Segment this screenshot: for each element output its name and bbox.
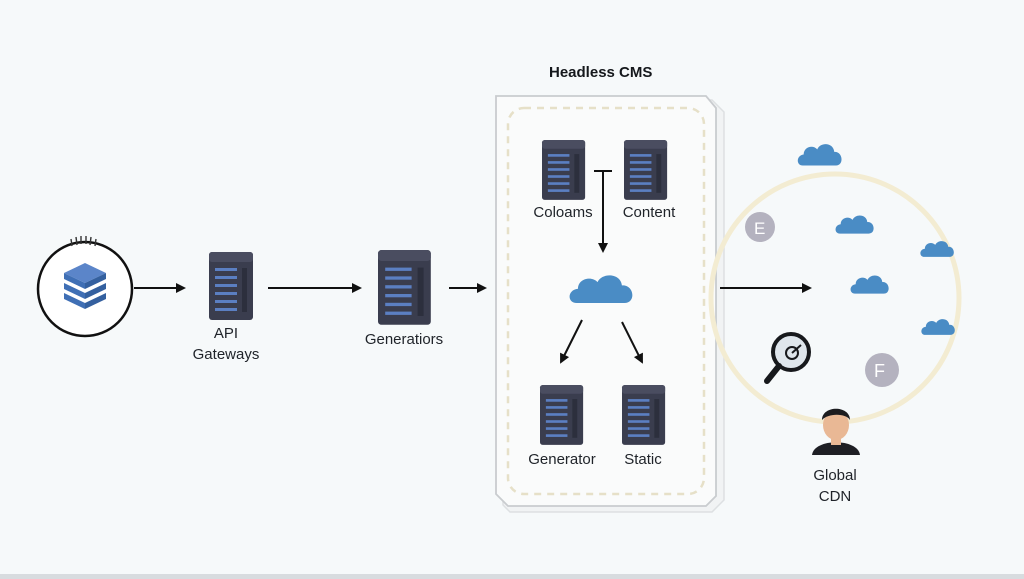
cdn-cloud-icon-4: [850, 275, 889, 294]
coloams-server-icon: [542, 140, 586, 200]
database-stack-icon: [36, 236, 134, 338]
cdn-cloud-icon-5: [921, 319, 955, 335]
cdn-cloud-icon-2: [835, 215, 874, 234]
generator-server-icon: [540, 385, 584, 445]
static-server-icon: [622, 385, 666, 445]
cdn-cloud-icon-1: [797, 144, 842, 166]
cms-title: Headless CMS: [549, 64, 653, 81]
api-gateways-label: API Gateways: [186, 323, 266, 365]
badge-e-text: E: [754, 219, 765, 238]
coloams-label: Coloams: [533, 204, 593, 221]
static-label: Static: [624, 451, 662, 468]
content-server-icon: [624, 140, 668, 200]
bottom-rule: [0, 574, 1024, 579]
content-label: Content: [622, 204, 676, 221]
global-cdn-label-line1: Global: [813, 467, 857, 484]
api-gateway-server-icon: [209, 252, 253, 320]
badge-e-icon: E: [745, 212, 775, 242]
generator-label: Generator: [528, 451, 596, 468]
global-cdn-label-line2: CDN: [818, 488, 852, 505]
badge-f-text: F: [874, 361, 885, 381]
magnifier-icon: [764, 332, 811, 384]
generatiors-label: Generatiors: [364, 331, 444, 348]
generatiors-server-icon: [378, 250, 431, 325]
global-cdn-label: Global CDN: [798, 465, 872, 507]
connection-arrows: [134, 170, 812, 364]
api-gateways-label-line1: API: [213, 325, 239, 342]
api-gateways-label-line2: Gateways: [192, 346, 260, 363]
user-icon: [812, 408, 860, 455]
cdn-ring: [708, 171, 962, 425]
badge-f-icon: F: [865, 353, 899, 387]
